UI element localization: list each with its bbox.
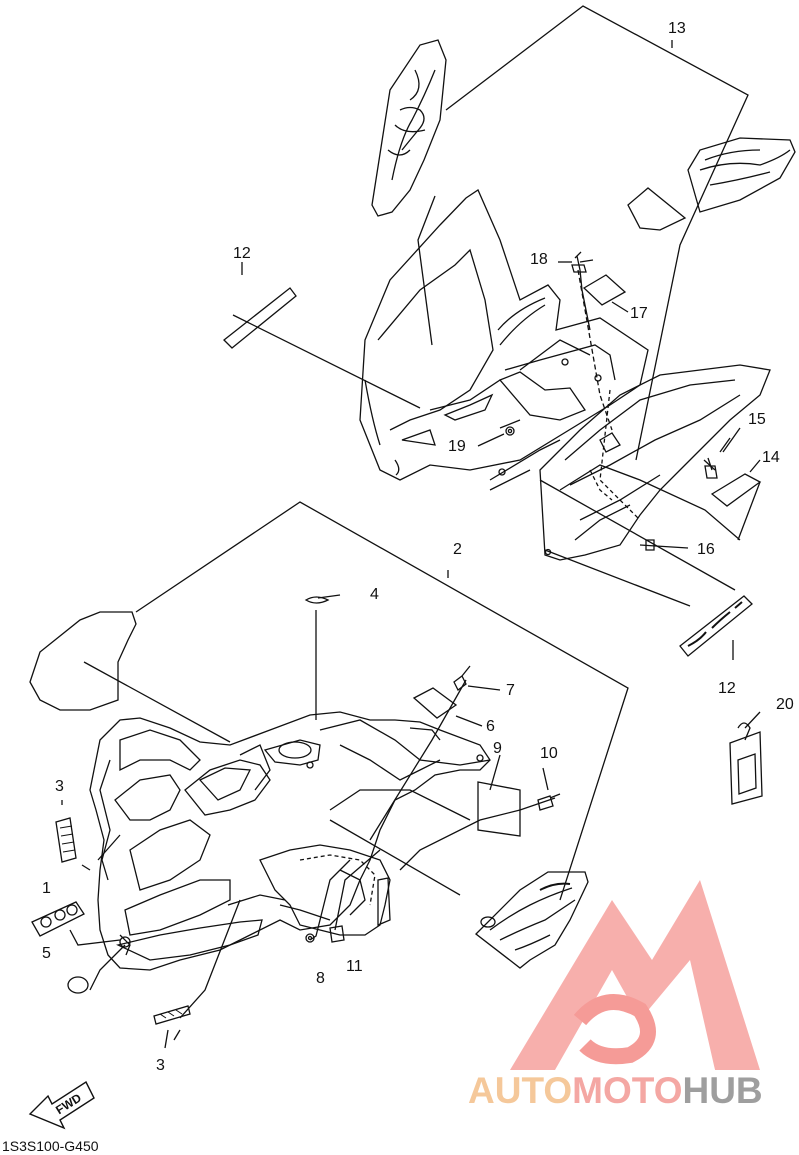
callout-14: 14: [762, 449, 780, 466]
decal-part3-lower: [153, 1005, 191, 1025]
rear-fender-body: [359, 189, 649, 481]
side-decal-left-part13: [371, 39, 447, 217]
callout-1: 1: [42, 880, 51, 897]
callout-16: 16: [697, 541, 715, 558]
callout-8: 8: [316, 970, 325, 987]
plate-part17: [582, 274, 627, 306]
callout-12-upper: 12: [233, 245, 251, 262]
bolt-part10: [537, 793, 561, 811]
callout-18: 18: [530, 251, 548, 268]
callout-15: 15: [748, 411, 766, 428]
screw-part7: [453, 665, 471, 691]
callout-6: 6: [486, 718, 495, 735]
nut-part8: [305, 933, 315, 943]
strip-decal-part12-lower: [679, 595, 753, 657]
nut-part11: [329, 925, 345, 943]
nut-part16: [645, 539, 655, 551]
callout-10: 10: [540, 745, 558, 762]
catalog-code: 1S3S100-G450: [2, 1138, 99, 1154]
watermark-hub: HUB: [682, 1070, 763, 1111]
strip-decal-part12-upper: [223, 287, 297, 349]
callout-7: 7: [506, 682, 515, 699]
cap-part4: [304, 596, 330, 604]
automotohub-watermark: AUTOMOTOHUB: [468, 1071, 763, 1111]
watermark-moto: MOTO: [572, 1070, 683, 1111]
plate-part14: [710, 473, 762, 507]
cap-part5: [67, 976, 89, 994]
callout-20: 20: [776, 696, 794, 713]
reflector-part1: [31, 901, 85, 937]
callout-4: 4: [370, 586, 379, 603]
callout-9: 9: [493, 740, 502, 757]
callout-11: 11: [346, 958, 363, 975]
plate-part6: [412, 687, 458, 719]
callout-3-upper: 3: [55, 778, 64, 795]
callout-3-lower: 3: [156, 1057, 165, 1074]
side-decal-right-part13: [627, 137, 796, 231]
plate-part9: [477, 781, 521, 837]
nut-part19: [505, 426, 515, 436]
tag-part20: [729, 711, 763, 805]
bolt-part15: [704, 457, 718, 479]
callout-2: 2: [453, 541, 462, 558]
callout-13: 13: [668, 20, 686, 37]
front-fender-assembly: [29, 501, 629, 1049]
decal-part2-right: [475, 871, 589, 969]
rear-fender-assembly: [223, 5, 796, 805]
front-fender-body: [89, 711, 491, 971]
callout-5: 5: [42, 945, 51, 962]
callout-12-lower: 12: [718, 680, 736, 697]
decal-part3-upper: [55, 817, 77, 863]
watermark-auto: AUTO: [468, 1070, 573, 1111]
rear-fender-right-wing: [489, 364, 771, 561]
decal-part2-left: [29, 611, 137, 711]
callout-17: 17: [630, 305, 648, 322]
automotohub-logo: [510, 880, 760, 1070]
fwd-arrow-icon: FWD: [28, 1080, 95, 1130]
callout-19: 19: [448, 438, 466, 455]
bolt-part18: [571, 251, 587, 273]
